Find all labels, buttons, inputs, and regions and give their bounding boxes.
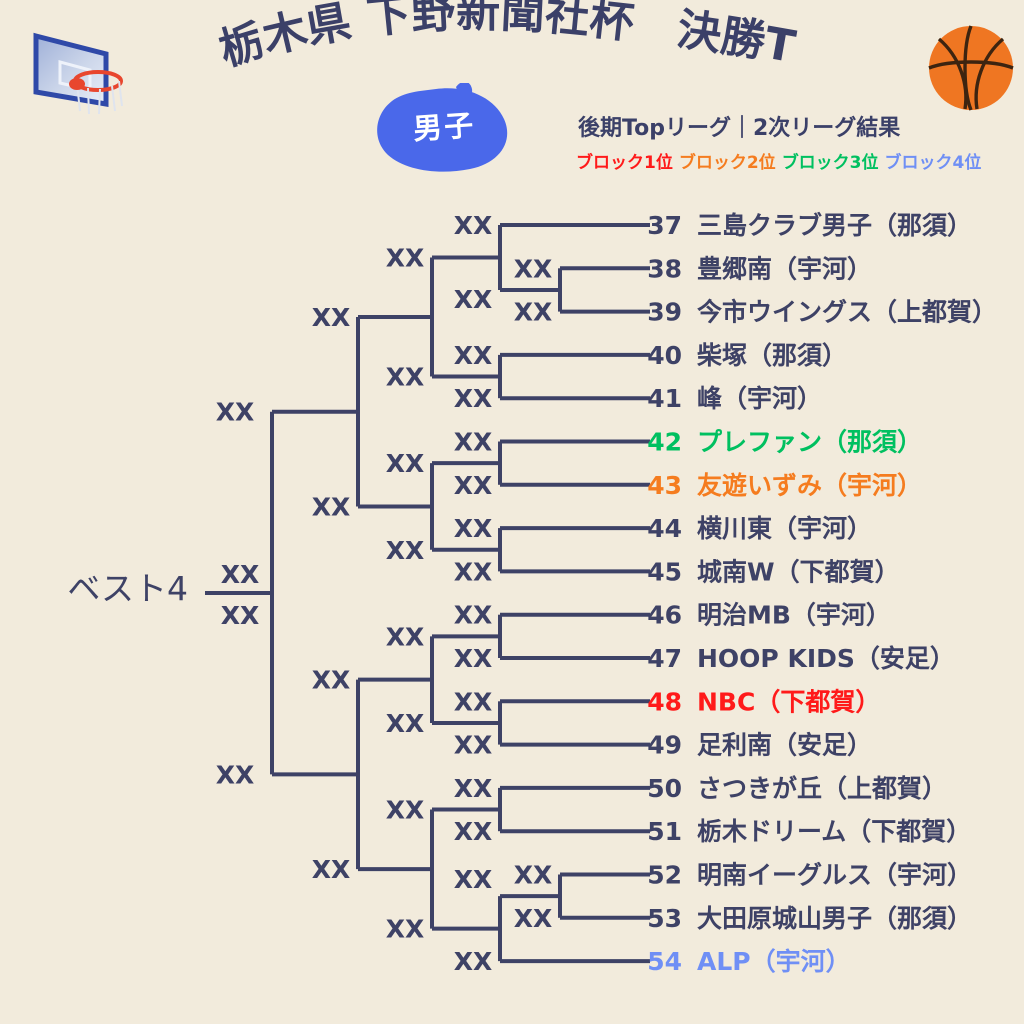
match-score: XX xyxy=(454,557,493,586)
match-score: XX xyxy=(514,904,553,933)
team-number: 54 xyxy=(647,947,682,976)
match-score: XX xyxy=(386,243,425,272)
legend-item-1: ブロック1位 xyxy=(576,153,673,173)
match-score: XX xyxy=(312,666,351,695)
match-score: XX xyxy=(514,298,553,327)
match-score: XX xyxy=(454,384,493,413)
team-number: 47 xyxy=(647,644,682,673)
basketball-icon xyxy=(925,22,1017,114)
team-name: 足利南（安足） xyxy=(697,731,872,760)
bracket-scores: XX XX XX XX XX XX XX XX XX XX XX XX XX XX XX XX XX XX XX XX… xyxy=(216,211,553,976)
match-score: XX xyxy=(454,428,493,457)
subtitle: 後期Topリーグ｜2次リーグ結果 xyxy=(578,116,901,141)
team-number: 42 xyxy=(647,428,682,457)
match-score: XX xyxy=(312,855,351,884)
match-score: XX xyxy=(312,303,351,332)
team-number: 46 xyxy=(647,601,682,630)
team-number: 49 xyxy=(647,731,682,760)
match-score: XX xyxy=(454,774,493,803)
match-score: XX xyxy=(386,915,425,944)
match-score: XX xyxy=(454,211,493,240)
team-number: 39 xyxy=(647,298,682,327)
team-number: 43 xyxy=(647,471,682,500)
match-score: XX xyxy=(216,398,255,427)
match-score: XX xyxy=(386,796,425,825)
match-score: XX xyxy=(386,622,425,651)
team-number: 48 xyxy=(647,687,682,716)
team-name: 柴塚（那須） xyxy=(697,341,847,370)
match-score: XX xyxy=(386,536,425,565)
match-score: XX xyxy=(454,601,493,630)
bracket-lines xyxy=(205,223,650,964)
match-score: XX xyxy=(312,492,351,521)
team-number: 38 xyxy=(647,254,682,283)
team-name: 豊郷南（宇河） xyxy=(697,254,872,283)
match-score: XX xyxy=(454,341,493,370)
team-name: 横川東（宇河） xyxy=(697,514,872,543)
match-score: XX xyxy=(386,709,425,738)
match-score: XX xyxy=(221,601,260,630)
category-badge: 男子 xyxy=(370,83,518,175)
match-score: XX xyxy=(216,760,255,789)
match-score: XX xyxy=(454,817,493,846)
legend-item-2: ブロック2位 xyxy=(678,153,776,173)
team-number: 40 xyxy=(647,341,682,370)
team-number: 41 xyxy=(647,384,682,413)
team-name: 三島クラブ男子（那須） xyxy=(697,211,972,240)
team-name: 城南W（下都賀） xyxy=(697,557,900,586)
team-number: 45 xyxy=(647,557,682,586)
basketball-hoop-icon xyxy=(14,18,134,123)
match-score: XX xyxy=(514,254,553,283)
match-score: XX xyxy=(221,560,260,589)
team-number: 51 xyxy=(647,817,682,846)
team-name: 明治MB（宇河） xyxy=(697,601,891,630)
match-score: XX xyxy=(454,285,493,314)
team-name: 大田原城山男子（那須） xyxy=(697,904,972,933)
team-list: 37 三島クラブ男子（那須） 38 豊郷南（宇河） 39 今市ウイングス（上都賀） 40 柴塚… xyxy=(647,211,997,976)
team-name: NBC（下都賀） xyxy=(697,687,880,716)
match-score: XX xyxy=(454,865,493,894)
match-score: XX xyxy=(454,644,493,673)
team-name: HOOP KIDS（安足） xyxy=(697,644,955,673)
team-name: ALP（宇河） xyxy=(697,947,851,976)
best4-label: ベスト4 xyxy=(67,569,188,608)
match-score: XX xyxy=(454,947,493,976)
match-score: XX xyxy=(454,687,493,716)
team-name: 峰（宇河） xyxy=(697,384,822,413)
legend-item-4: ブロック4位 xyxy=(884,153,982,173)
team-name: さつきが丘（上都賀） xyxy=(697,774,947,803)
match-score: XX xyxy=(454,471,493,500)
legend-item-3: ブロック3位 xyxy=(781,153,879,173)
team-name: プレファン（那須） xyxy=(697,428,922,457)
match-score: XX xyxy=(386,449,425,478)
team-number: 53 xyxy=(647,904,682,933)
legend: ブロック1位ブロック2位ブロック3位ブロック4位 xyxy=(576,148,987,173)
team-number: 50 xyxy=(647,774,682,803)
match-score: XX xyxy=(514,861,553,890)
team-name: 明南イーグルス（宇河） xyxy=(697,861,972,890)
team-number: 52 xyxy=(647,861,682,890)
team-name: 栃木ドリーム（下都賀） xyxy=(697,817,971,846)
match-score: XX xyxy=(386,363,425,392)
team-number: 37 xyxy=(647,211,682,240)
team-number: 44 xyxy=(647,514,682,543)
team-name: 友遊いずみ（宇河） xyxy=(697,471,922,500)
match-score: XX xyxy=(454,514,493,543)
team-name: 今市ウイングス（上都賀） xyxy=(697,298,997,327)
match-score: XX xyxy=(454,731,493,760)
